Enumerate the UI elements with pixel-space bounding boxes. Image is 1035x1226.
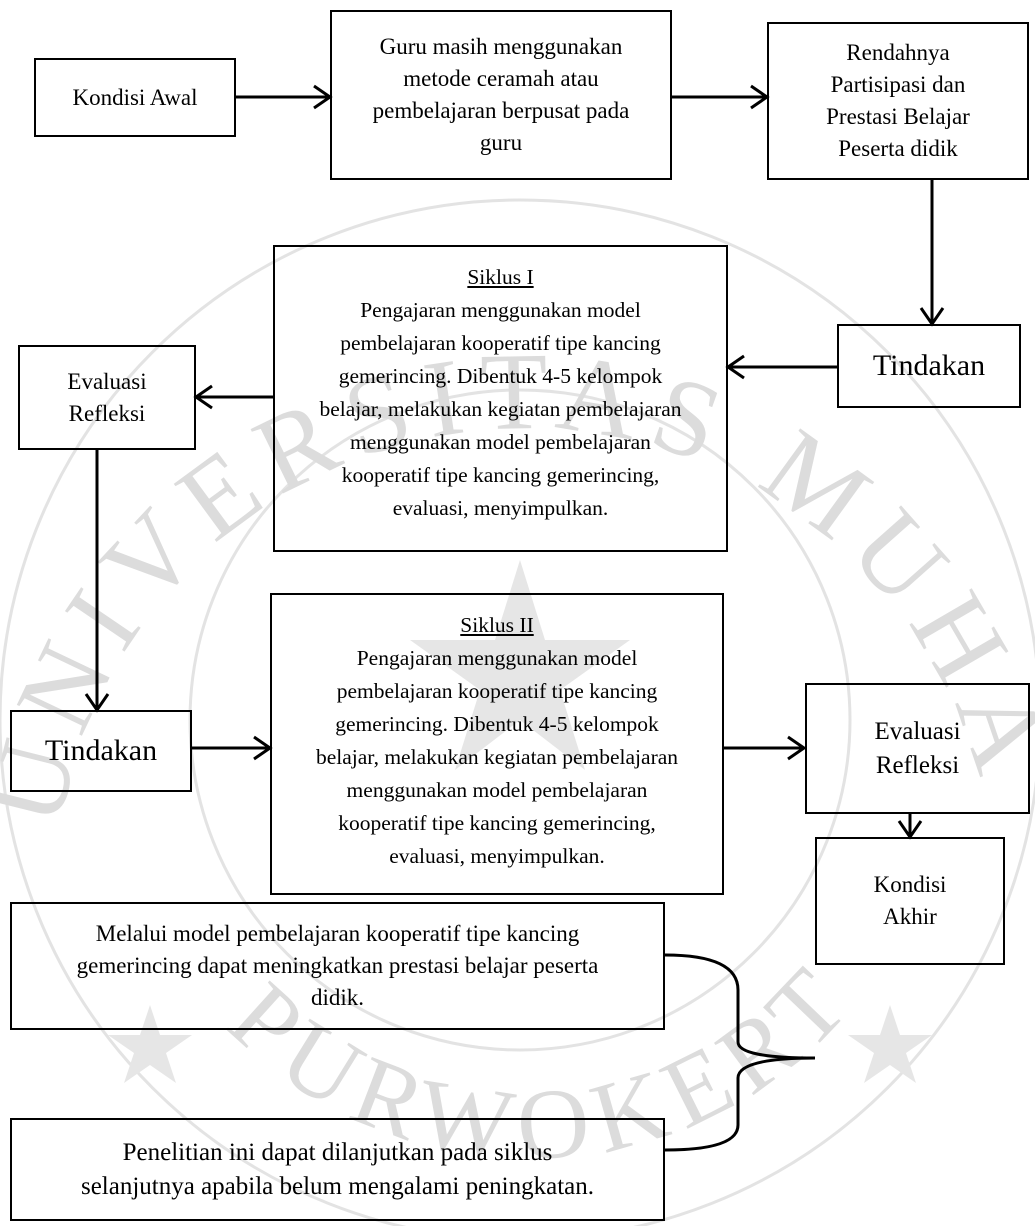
siklus-2-line: belajar, melakukan kegiatan pembelajaran xyxy=(315,745,679,769)
hasil-1-line: Melalui model pembelajaran kooperatif ti… xyxy=(95,921,580,946)
siklus-1-title: Siklus I xyxy=(467,265,534,289)
evaluasi-refleksi-2-line: Refleksi xyxy=(875,751,960,779)
hasil-1-box: Melalui model pembelajaran kooperatif ti… xyxy=(10,902,665,1030)
siklus-1-line: gemerincing. Dibentuk 4-5 kelompok xyxy=(338,364,663,388)
siklus-2-line: gemerincing. Dibentuk 4-5 kelompok xyxy=(335,712,659,736)
evaluasi-refleksi-1-box: Evaluasi Refleksi xyxy=(18,345,196,450)
siklus-2-line: menggunakan model pembelajaran xyxy=(346,778,648,802)
rendahnya-line: Peserta didik xyxy=(838,136,958,161)
rendahnya-line: Partisipasi dan xyxy=(830,72,966,97)
kondisi-akhir-line: Kondisi xyxy=(873,872,947,897)
siklus-1-box: Siklus I Pengajaran menggunakan model pe… xyxy=(273,245,728,552)
siklus-2-line: kooperatif tipe kancing gemerincing, xyxy=(338,811,656,835)
tindakan-2-label: Tindakan xyxy=(44,734,158,767)
guru-metode-line: guru xyxy=(479,130,523,155)
kondisi-akhir-box: Kondisi Akhir xyxy=(815,837,1005,965)
rendahnya-line: Rendahnya xyxy=(846,40,950,65)
hasil-2-line: Penelitian ini dapat dilanjutkan pada si… xyxy=(122,1138,553,1166)
siklus-1-line: Pengajaran menggunakan model xyxy=(360,298,641,322)
hasil-2-line: selanjutnya apabila belum mengalami peni… xyxy=(80,1172,595,1200)
tindakan-1-box: Tindakan xyxy=(837,324,1021,408)
tindakan-2-box: Tindakan xyxy=(10,710,192,792)
hasil-1-line: gemerincing dapat meningkatkan prestasi … xyxy=(76,953,599,978)
guru-metode-line: pembelajaran berpusat pada xyxy=(372,98,630,123)
siklus-2-line: pembelajaran kooperatif tipe kancing xyxy=(336,679,658,703)
siklus-1-line: evaluasi, menyimpulkan. xyxy=(392,496,609,520)
evaluasi-refleksi-1-line: Refleksi xyxy=(68,400,146,426)
brace-upper xyxy=(664,953,816,1060)
evaluasi-refleksi-1-line: Evaluasi xyxy=(67,368,147,394)
rendahnya-line: Prestasi Belajar xyxy=(826,104,970,129)
siklus-2-title: Siklus II xyxy=(460,613,534,637)
siklus-1-line: menggunakan model pembelajaran xyxy=(350,430,651,454)
tindakan-1-label: Tindakan xyxy=(872,349,986,382)
siklus-2-line: evaluasi, menyimpulkan. xyxy=(389,844,605,868)
kondisi-awal-box: Kondisi Awal xyxy=(34,58,236,137)
evaluasi-refleksi-2-line: Evaluasi xyxy=(874,717,961,745)
siklus-2-line: Pengajaran menggunakan model xyxy=(356,646,638,670)
hasil-2-box: Penelitian ini dapat dilanjutkan pada si… xyxy=(10,1118,665,1221)
kondisi-akhir-line: Akhir xyxy=(883,904,937,929)
hasil-1-line: didik. xyxy=(310,985,365,1010)
siklus-1-line: kooperatif tipe kancing gemerincing, xyxy=(341,463,660,487)
siklus-2-box: Siklus II Pengajaran menggunakan model p… xyxy=(270,593,724,895)
siklus-1-line: belajar, melakukan kegiatan pembelajaran xyxy=(319,397,682,421)
guru-metode-box: Guru masih menggunakan metode ceramah at… xyxy=(330,10,672,180)
rendahnya-box: Rendahnya Partisipasi dan Prestasi Belaj… xyxy=(767,22,1029,180)
guru-metode-line: metode ceramah atau xyxy=(403,66,599,91)
kondisi-awal-label: Kondisi Awal xyxy=(72,84,198,110)
brace-lower xyxy=(664,1056,816,1152)
evaluasi-refleksi-2-box: Evaluasi Refleksi xyxy=(805,683,1030,814)
guru-metode-line: Guru masih menggunakan xyxy=(379,34,623,59)
siklus-1-line: pembelajaran kooperatif tipe kancing xyxy=(340,331,661,355)
